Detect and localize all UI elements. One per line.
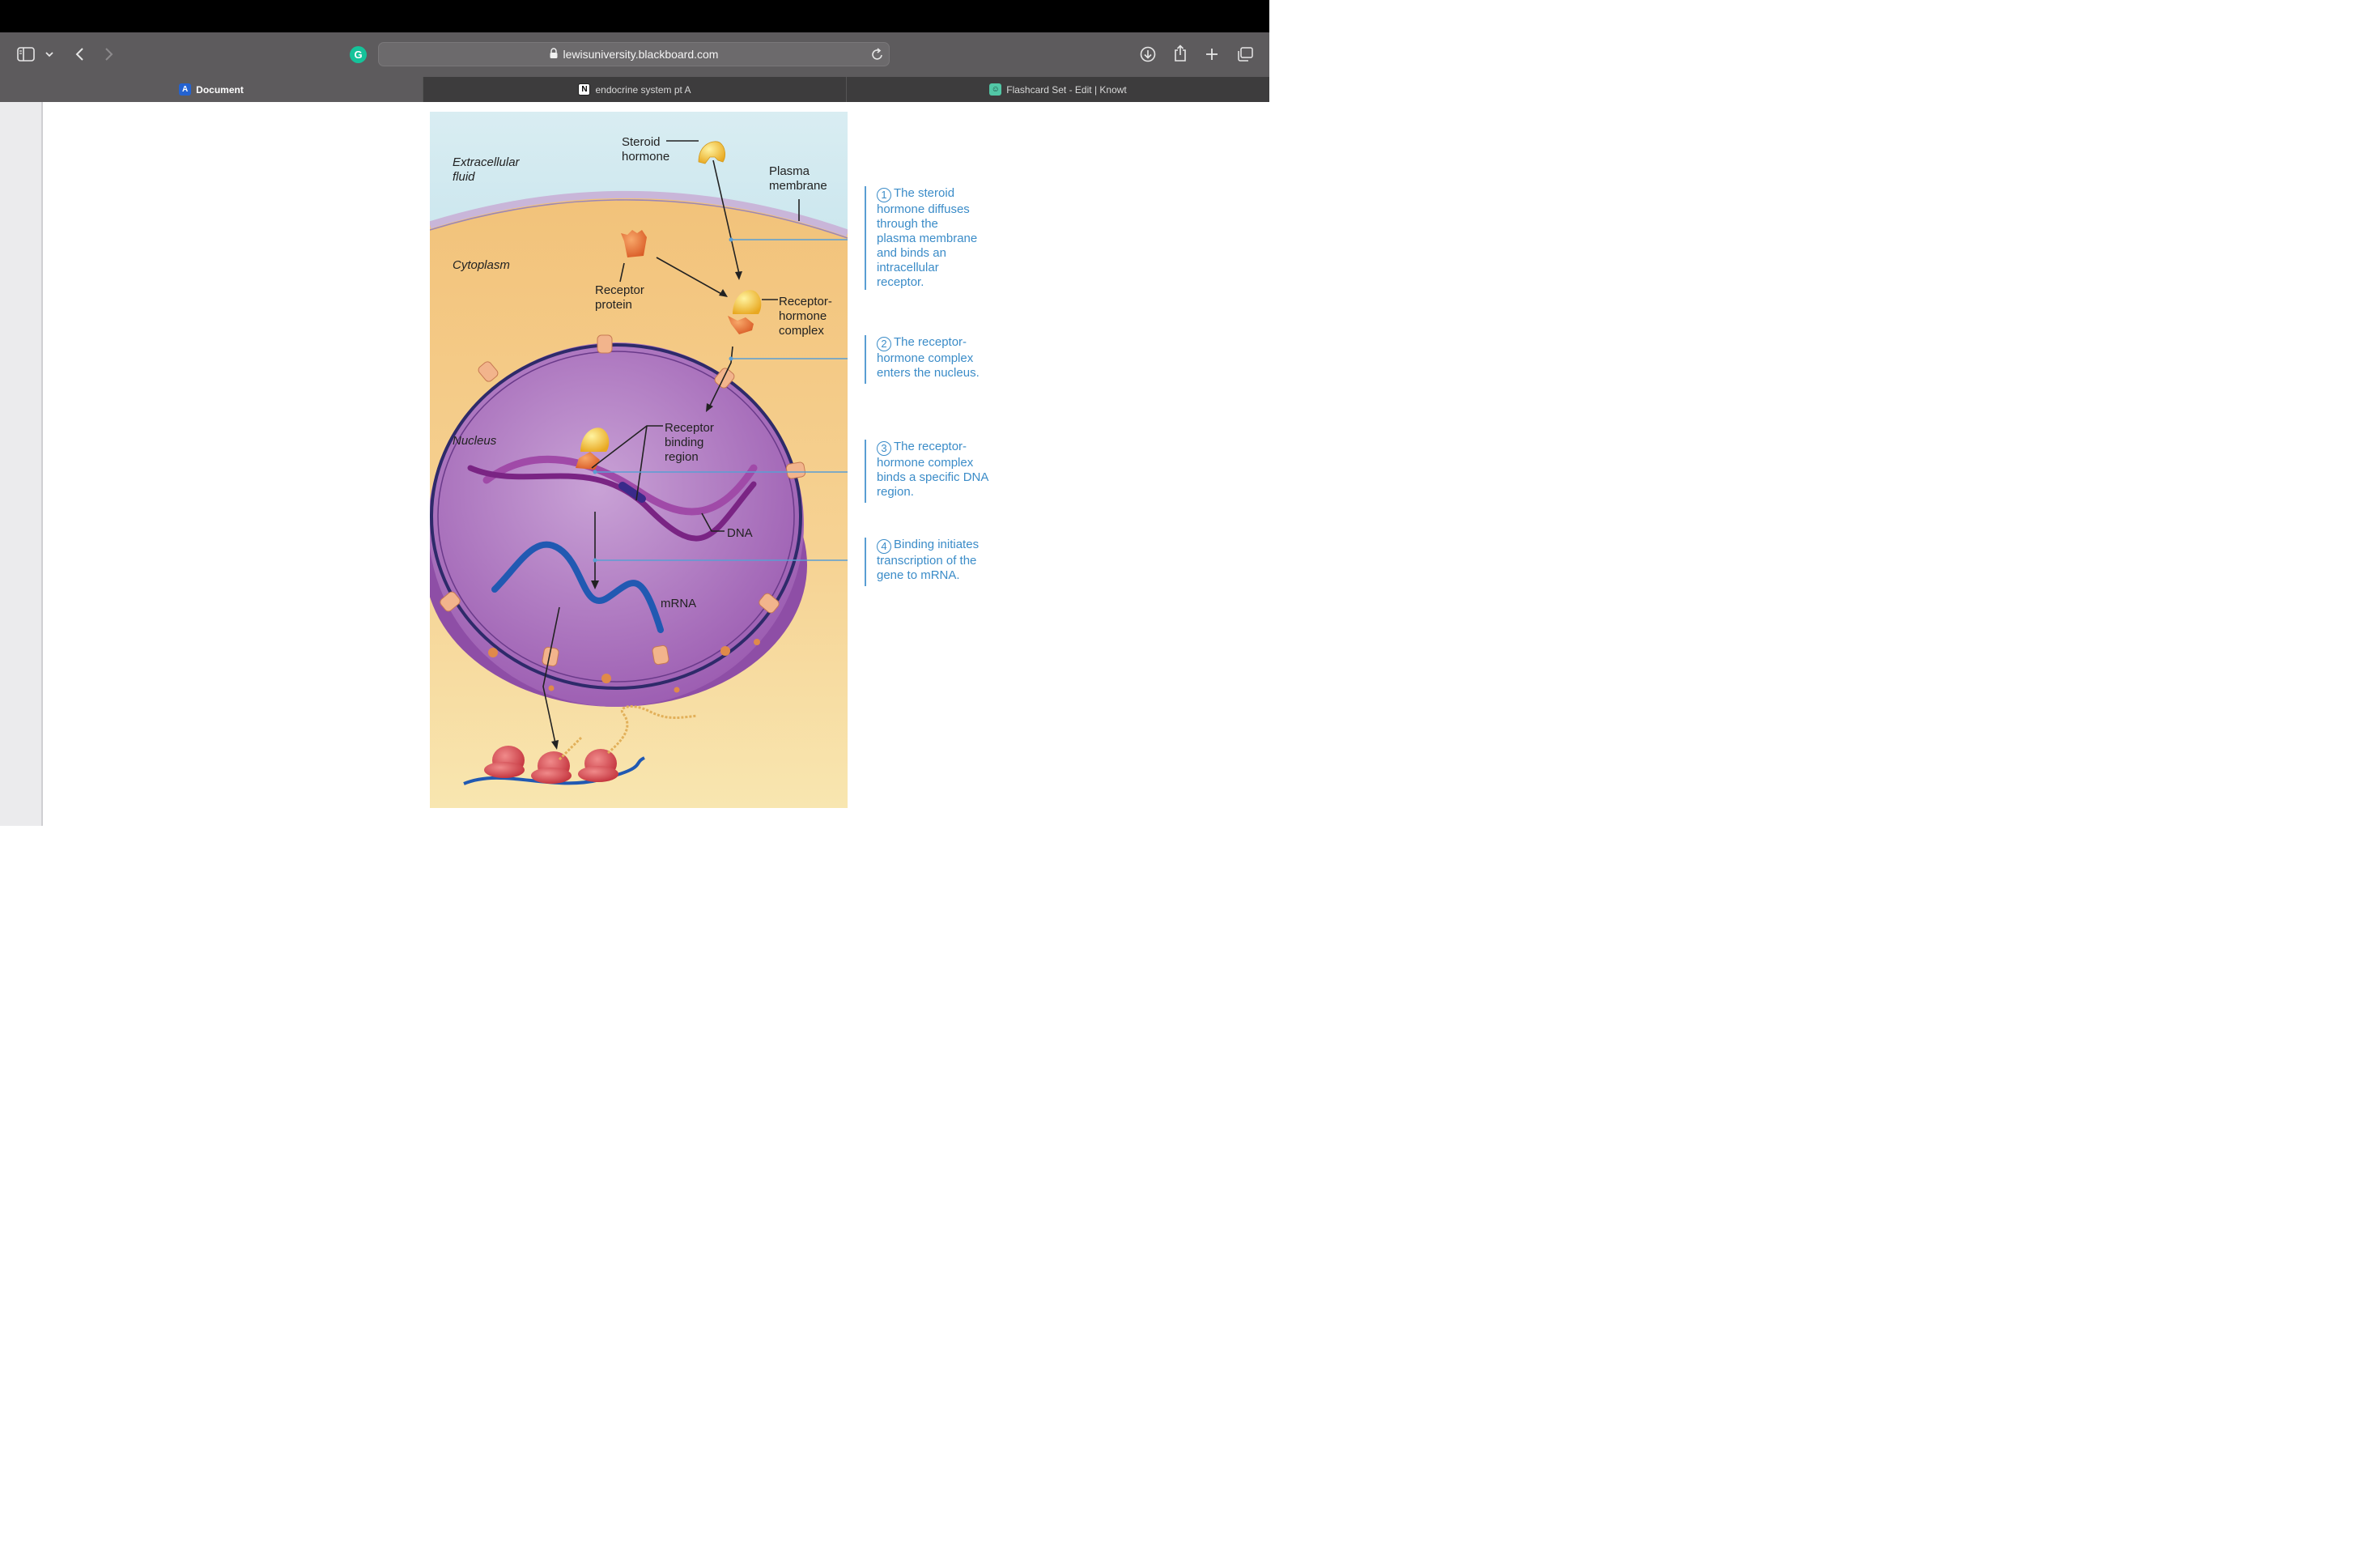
- tab-label: Flashcard Set - Edit | Knowt: [1006, 83, 1127, 96]
- nucleus: [428, 342, 804, 707]
- reload-icon[interactable]: [871, 47, 884, 64]
- knowt-icon: ☺: [989, 83, 1002, 96]
- dna-label: DNA: [727, 526, 753, 540]
- dna-bound-complex: [576, 427, 610, 470]
- blackboard-icon: A: [179, 83, 192, 96]
- grammarly-icon[interactable]: G: [350, 46, 367, 63]
- tab-endocrine-system[interactable]: N endocrine system pt A: [423, 77, 846, 102]
- tab-flashcard-set[interactable]: ☺ Flashcard Set - Edit | Knowt: [846, 77, 1269, 102]
- lock-icon: [550, 48, 558, 61]
- cytoplasm-label: Cytoplasm: [453, 258, 510, 272]
- receptor-hormone-complex: [728, 290, 762, 334]
- mrna-strand: [491, 541, 664, 633]
- tab-label: Document: [196, 83, 244, 96]
- steroid-hormone: [698, 141, 726, 164]
- address-bar[interactable]: lewisuniversity.blackboard.com: [378, 42, 890, 66]
- mrna-outside-nucleus: [463, 756, 645, 785]
- sidebar-toggle-icon[interactable]: [16, 45, 36, 63]
- nuclear-envelope: [430, 343, 802, 690]
- receptor-protein: [621, 230, 647, 257]
- mrna-label: mRNA: [661, 597, 696, 610]
- tab-document[interactable]: A Document: [0, 77, 423, 102]
- screen-top-bar: [0, 0, 1269, 32]
- chevron-down-icon[interactable]: [44, 49, 55, 60]
- step-number: 3: [877, 441, 891, 456]
- tab-overview-icon[interactable]: [1235, 45, 1255, 63]
- forward-icon[interactable]: [101, 45, 117, 63]
- step-number: 2: [877, 337, 891, 351]
- new-tab-icon[interactable]: [1204, 45, 1220, 63]
- back-icon[interactable]: [71, 45, 87, 63]
- nucleus-label: Nucleus: [453, 434, 497, 448]
- url-text: lewisuniversity.blackboard.com: [563, 48, 719, 61]
- download-icon[interactable]: [1139, 45, 1157, 63]
- tab-label: endocrine system pt A: [595, 83, 691, 96]
- step-number: 4: [877, 539, 891, 554]
- browser-toolbar: G lewisuniversity.blackboard.com: [0, 32, 1269, 77]
- step-number: 1: [877, 188, 891, 202]
- plasma-membrane: [428, 190, 849, 237]
- notion-icon: N: [578, 83, 591, 96]
- tab-bar: A Document N endocrine system pt A ☺ Fla…: [0, 77, 1269, 102]
- dna-helix: [467, 455, 758, 542]
- share-icon[interactable]: [1172, 44, 1188, 63]
- document-sidebar: [0, 102, 43, 826]
- polypeptide-chain: [558, 705, 698, 761]
